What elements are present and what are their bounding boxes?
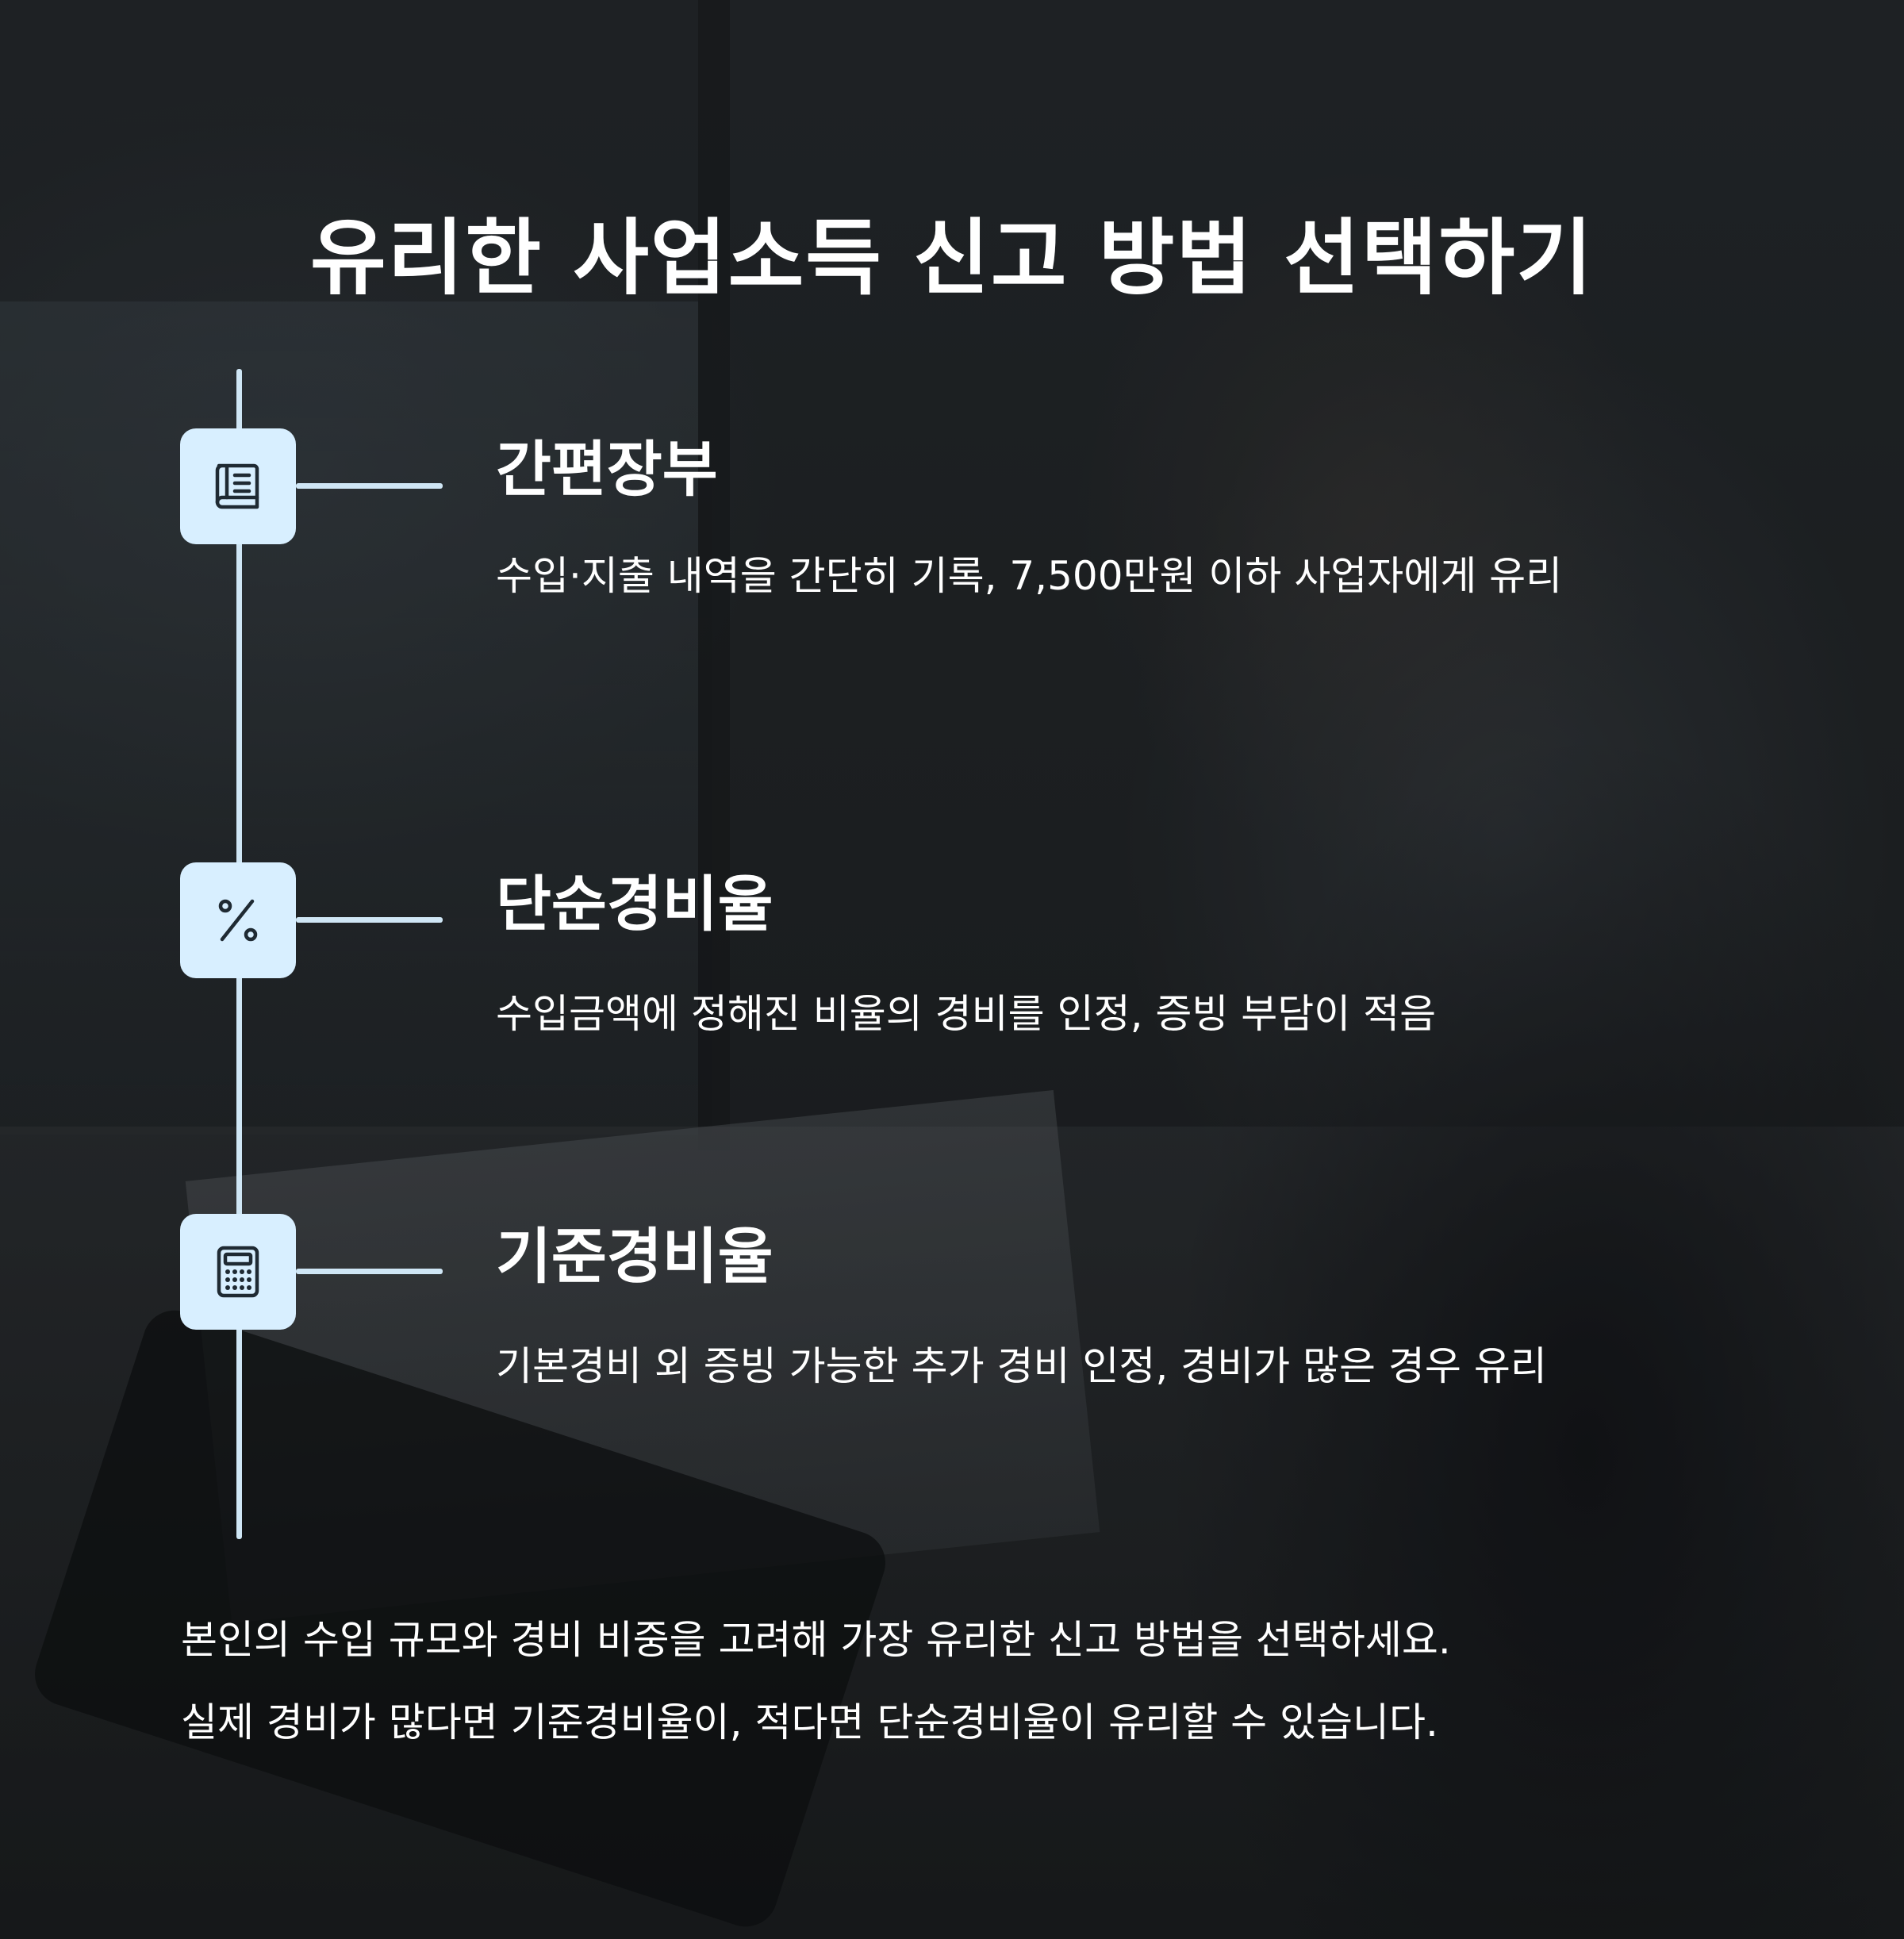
timeline-connector (296, 1269, 443, 1274)
page-title: 유리한 사업소득 신고 방법 선택하기 (309, 209, 1595, 306)
item-heading: 기준경비율 (496, 1221, 774, 1292)
item-heading: 간편장부 (496, 434, 718, 505)
calculator-icon (180, 1214, 296, 1330)
item-heading: 단순경비율 (496, 869, 774, 939)
timeline-connector (296, 917, 443, 923)
item-description: 기본경비 외 증빙 가능한 추가 경비 인정, 경비가 많은 경우 유리 (496, 1343, 1547, 1389)
item-description: 수입금액에 정해진 비율의 경비를 인정, 증빙 부담이 적음 (496, 991, 1437, 1037)
footer-line-2: 실제 경비가 많다면 기준경비율이, 적다면 단순경비율이 유리할 수 있습니다… (181, 1699, 1438, 1745)
timeline-connector (296, 483, 443, 489)
percent-icon (180, 862, 296, 978)
book-icon (180, 428, 296, 544)
footer-note: 본인의 수입 규모와 경비 비중을 고려해 가장 유리한 신고 방법을 선택하세… (181, 1599, 1768, 1764)
footer-line-1: 본인의 수입 규모와 경비 비중을 고려해 가장 유리한 신고 방법을 선택하세… (181, 1617, 1451, 1663)
item-description: 수입·지출 내역을 간단히 기록, 7,500만원 이하 사업자에게 유리 (496, 553, 1563, 599)
